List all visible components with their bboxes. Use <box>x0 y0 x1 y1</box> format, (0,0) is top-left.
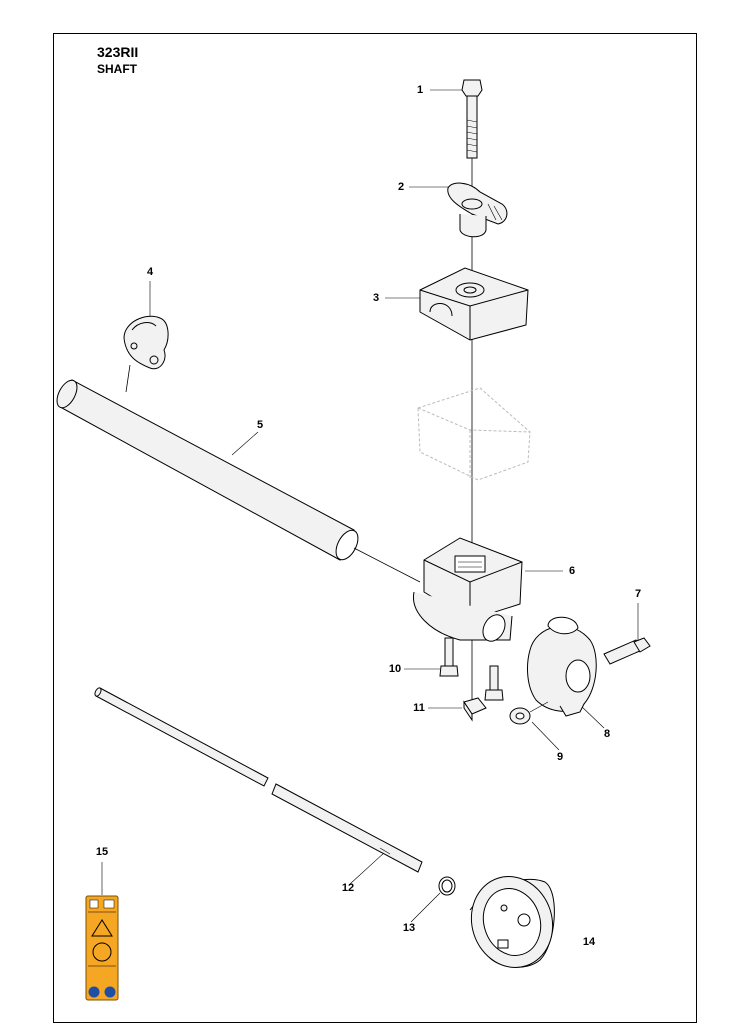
callout-15: 15 <box>95 846 109 858</box>
part-nut <box>509 707 531 725</box>
part-clamp-housing <box>413 537 523 642</box>
part-damper <box>123 315 169 370</box>
part-warning-label <box>85 895 119 1001</box>
callout-8: 8 <box>603 728 611 740</box>
callout-6: 6 <box>568 565 576 577</box>
part-wing-knob <box>447 182 508 238</box>
callout-13: 13 <box>402 922 416 934</box>
part-clutch-drum <box>469 876 555 968</box>
section-title: SHAFT <box>97 62 137 76</box>
part-bolt <box>461 79 483 159</box>
part-circlip <box>438 876 456 896</box>
callout-10: 10 <box>388 663 402 675</box>
part-clamp-cover <box>419 267 529 341</box>
leader-lines <box>101 89 639 923</box>
model-title: 323RII <box>97 44 139 60</box>
part-drive-shaft <box>94 687 423 873</box>
part-screw-10 <box>439 637 459 677</box>
part-shaft-tube <box>56 379 359 561</box>
part-screw-10b <box>484 665 504 701</box>
callout-11: 11 <box>413 702 425 714</box>
callout-7: 7 <box>634 588 642 600</box>
part-clamp-ghost <box>417 387 531 481</box>
callout-5: 5 <box>256 419 264 431</box>
callout-9: 9 <box>556 751 564 763</box>
part-clamp-ring <box>527 616 597 717</box>
callout-14: 14 <box>582 936 596 948</box>
part-square-nut <box>463 697 487 722</box>
callout-4: 4 <box>146 266 154 278</box>
callout-1: 1 <box>416 84 424 96</box>
part-screw <box>603 637 651 665</box>
callout-3: 3 <box>372 292 380 304</box>
callout-12: 12 <box>341 882 355 894</box>
callout-2: 2 <box>397 181 405 193</box>
